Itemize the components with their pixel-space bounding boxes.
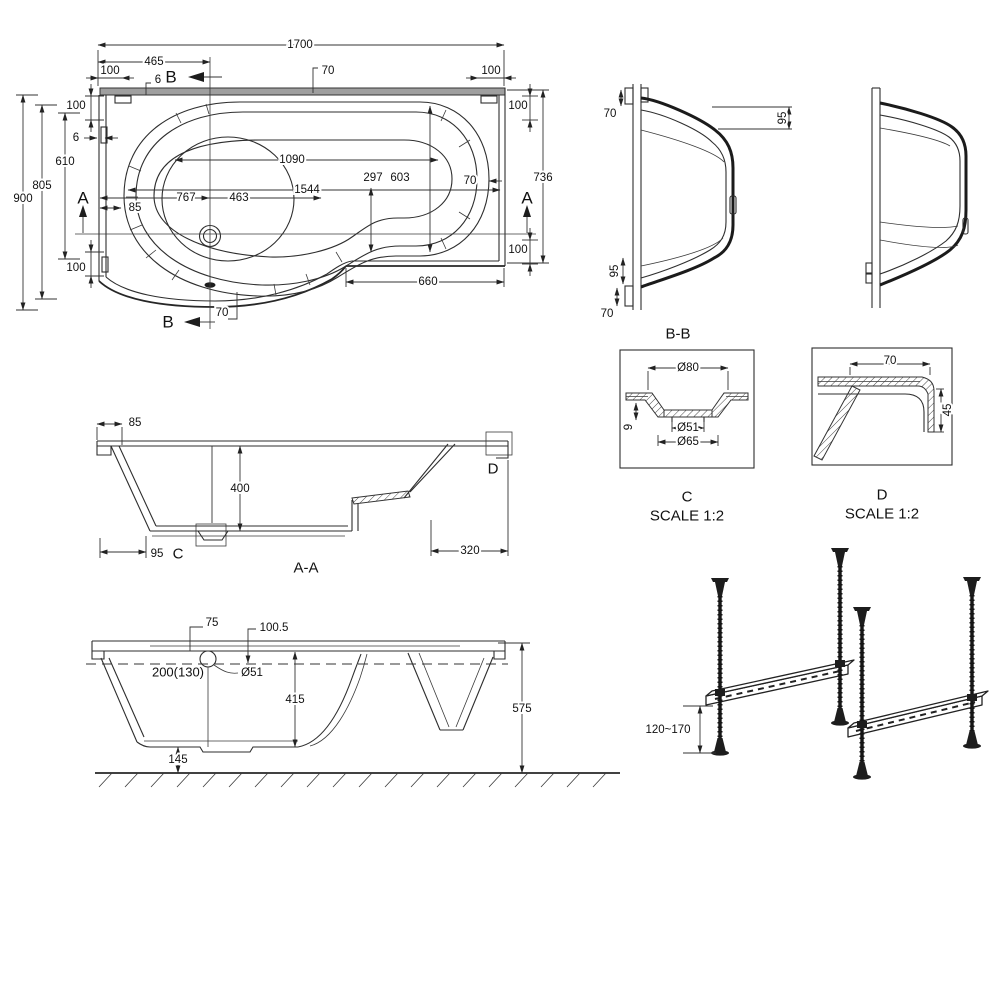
- side-elevation-view: 75 100.5 Ø51 200(130) 415 145 575: [86, 615, 620, 788]
- label-section-bb: B-B: [665, 326, 690, 343]
- aa-seat-step: [351, 490, 411, 505]
- leg-rail-back: [847, 690, 989, 738]
- detail-d-dimensions: 70 45: [849, 353, 956, 433]
- dim-297: 297: [363, 172, 382, 184]
- detail-c-dim-d65: Ø65: [677, 436, 699, 448]
- dim-660: 660: [418, 276, 437, 288]
- detail-c-dim-d80: Ø80: [677, 362, 699, 374]
- adjustable-leg-1: [711, 578, 729, 756]
- dim-1090: 1090: [279, 154, 305, 166]
- dim-100-bottom-left: 100: [66, 262, 85, 274]
- aa-dim-95: 95: [151, 548, 164, 560]
- elev-dim-75: 75: [206, 617, 219, 629]
- aa-detail-c-callout: [195, 523, 227, 547]
- aa-marker-d: D: [488, 461, 499, 478]
- detail-c-geometry: [625, 392, 749, 422]
- detail-c-dim-d51: Ø51: [677, 422, 699, 434]
- adjustable-leg-2: [831, 548, 849, 726]
- label-detail-c: C: [682, 489, 693, 506]
- dim-767: 767: [176, 192, 195, 204]
- detail-c-border: [619, 349, 755, 469]
- plan-view: 1700 465 100 6 B 70 100: [11, 37, 554, 334]
- section-arrow-b-bottom: [184, 317, 200, 327]
- section-arrow-b-top: [188, 72, 204, 82]
- elevation-geometry: [86, 640, 620, 788]
- plan-dimensions: 1700 465 100 6 B 70 100: [11, 37, 554, 334]
- elev-dim-415: 415: [285, 694, 304, 706]
- elev-dim-145: 145: [168, 754, 187, 766]
- leg-height-dimension: 120~170: [643, 705, 716, 754]
- dim-6-top: 6: [155, 74, 161, 86]
- dim-100-right-top: 100: [508, 100, 527, 112]
- bb-dim-70-bottom: 70: [601, 308, 614, 320]
- marker-b-top: B: [165, 68, 176, 87]
- legs-dim-range: 120~170: [645, 724, 690, 736]
- dim-463: 463: [229, 192, 248, 204]
- adjustable-leg-4: [963, 577, 981, 749]
- elev-dim-575: 575: [512, 703, 531, 715]
- dim-70-right: 70: [464, 175, 477, 187]
- bb-dim-70-top: 70: [604, 108, 617, 120]
- detail-d-border: [811, 347, 953, 466]
- label-section-aa: A-A: [293, 560, 318, 577]
- bb-dim-95-top: 95: [777, 112, 789, 125]
- aa-dim-320: 320: [460, 545, 479, 557]
- aa-marker-c: C: [173, 546, 184, 563]
- elev-dim-d51: Ø51: [241, 667, 263, 679]
- aa-dim-85: 85: [129, 417, 142, 429]
- dim-1544: 1544: [294, 184, 320, 196]
- dim-465: 465: [144, 56, 163, 68]
- aa-dimensions: 85 400 95 C D 320: [96, 415, 509, 565]
- section-arrow-a-left: [79, 205, 87, 217]
- marker-b-bottom: B: [162, 313, 173, 332]
- section-aa-view: 85 400 95 C D 320 A-A: [96, 415, 513, 579]
- dim-736: 736: [533, 172, 552, 184]
- bb-left-profile: 70 95 95 70: [599, 84, 792, 322]
- dim-100-top-right: 100: [481, 65, 500, 77]
- dim-70-top: 70: [322, 65, 335, 77]
- bb-right-profile: [865, 87, 969, 308]
- aa-detail-d-callout: [485, 431, 513, 456]
- aa-geometry: [96, 431, 513, 547]
- marker-a-right: A: [521, 189, 533, 208]
- detail-d-view: 70 45 D SCALE 1:2: [811, 347, 956, 525]
- detail-c-dim-9: 9: [623, 424, 635, 430]
- plan-top-rim-band: [99, 87, 506, 96]
- dim-100-right-bottom: 100: [508, 244, 527, 256]
- dim-85: 85: [129, 202, 142, 214]
- detail-c-view: Ø80 Ø51 Ø65 9 C SCALE 1:2: [619, 349, 755, 527]
- detail-d-dim-70: 70: [884, 355, 897, 367]
- adjustable-leg-3: [853, 607, 871, 780]
- dim-6-left: 6: [73, 132, 79, 144]
- dim-1700: 1700: [287, 39, 313, 51]
- elev-dim-100-5: 100.5: [260, 622, 289, 634]
- section-arrow-a-right: [523, 205, 531, 217]
- section-bb-view: 70 95 95 70 B-B: [599, 84, 969, 345]
- label-detail-d-scale: SCALE 1:2: [845, 506, 919, 523]
- leg-rail-front: [705, 659, 855, 706]
- detail-d-geometry: [813, 376, 935, 461]
- plan-fixing-pads: [100, 95, 498, 273]
- dim-603: 603: [390, 172, 409, 184]
- plan-outer-boundary: [98, 88, 506, 308]
- elevation-floor-hatch: [98, 772, 607, 788]
- detail-c-dimensions: Ø80 Ø51 Ø65 9: [621, 360, 729, 450]
- dim-70-bottom: 70: [216, 307, 229, 319]
- dim-900: 900: [13, 193, 32, 205]
- dim-100-left: 100: [66, 100, 85, 112]
- label-detail-d: D: [877, 487, 888, 504]
- bb-dim-95-bottom: 95: [609, 265, 621, 278]
- aa-dim-400: 400: [230, 483, 249, 495]
- dim-610: 610: [55, 156, 74, 168]
- dim-805: 805: [32, 180, 51, 192]
- dim-100-top-left: 100: [100, 65, 119, 77]
- label-detail-c-scale: SCALE 1:2: [650, 508, 724, 525]
- detail-d-dim-45: 45: [942, 404, 954, 417]
- marker-a-left: A: [77, 189, 89, 208]
- elev-dim-200-130: 200(130): [152, 665, 204, 680]
- elevation-dimensions: 75 100.5 Ø51 200(130) 415 145 575: [150, 615, 534, 774]
- leg-set-view: 120~170: [643, 548, 989, 780]
